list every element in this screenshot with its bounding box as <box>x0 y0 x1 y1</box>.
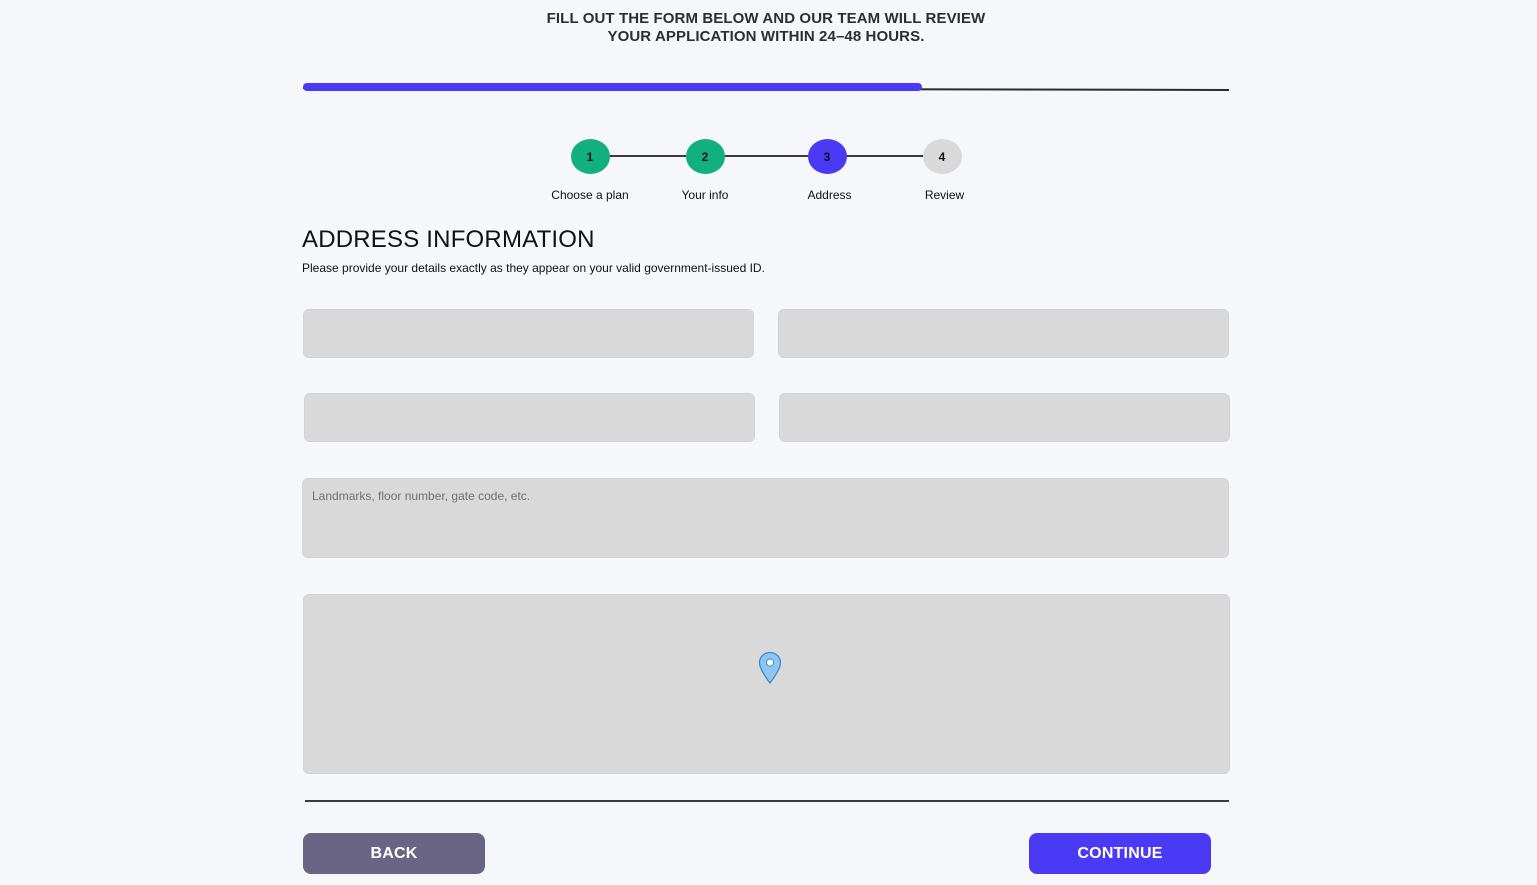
step-choose-plan[interactable]: 1 Choose a plan <box>530 139 650 202</box>
footer-divider <box>305 800 1229 802</box>
intro-line-1: FILL OUT THE FORM BELOW AND OUR TEAM WIL… <box>546 10 986 27</box>
step-review[interactable]: 4 Review <box>882 139 1002 202</box>
step-connector-1-2 <box>609 155 686 157</box>
step-label-3: Address <box>807 188 852 202</box>
step-your-info[interactable]: 2 Your info <box>645 139 765 202</box>
progress-bar-fill <box>303 83 922 91</box>
step-label-1: Choose a plan <box>551 188 629 202</box>
step-label-2: Your info <box>681 188 729 202</box>
step-circle-4: 4 <box>922 139 962 174</box>
intro-text: FILL OUT THE FORM BELOW AND OUR TEAM WIL… <box>0 10 1532 46</box>
continue-button[interactable]: CONTINUE <box>1029 833 1211 874</box>
step-circle-2: 2 <box>685 139 725 174</box>
back-button[interactable]: BACK <box>303 833 485 874</box>
step-circle-3: 3 <box>807 139 847 174</box>
address-field-4[interactable] <box>779 393 1230 442</box>
location-map[interactable] <box>303 594 1230 774</box>
intro-line-2: YOUR APPLICATION WITHIN 24–48 HOURS. <box>607 28 925 45</box>
step-circle-1: 1 <box>570 139 610 174</box>
section-title: ADDRESS INFORMATION <box>302 226 595 253</box>
address-notes-textarea[interactable] <box>302 478 1229 558</box>
stepper: 1 Choose a plan 2 Your info 3 Address 4 … <box>0 0 1537 215</box>
address-field-3[interactable] <box>304 393 755 442</box>
map-pin-icon[interactable] <box>758 651 782 685</box>
section-subtitle: Please provide your details exactly as t… <box>302 261 765 275</box>
address-field-1[interactable] <box>303 309 754 358</box>
step-connector-2-3 <box>724 155 808 157</box>
step-label-4: Review <box>924 188 965 202</box>
step-address[interactable]: 3 Address <box>767 139 887 202</box>
step-connector-3-4 <box>846 155 923 157</box>
address-field-2[interactable] <box>778 309 1229 358</box>
